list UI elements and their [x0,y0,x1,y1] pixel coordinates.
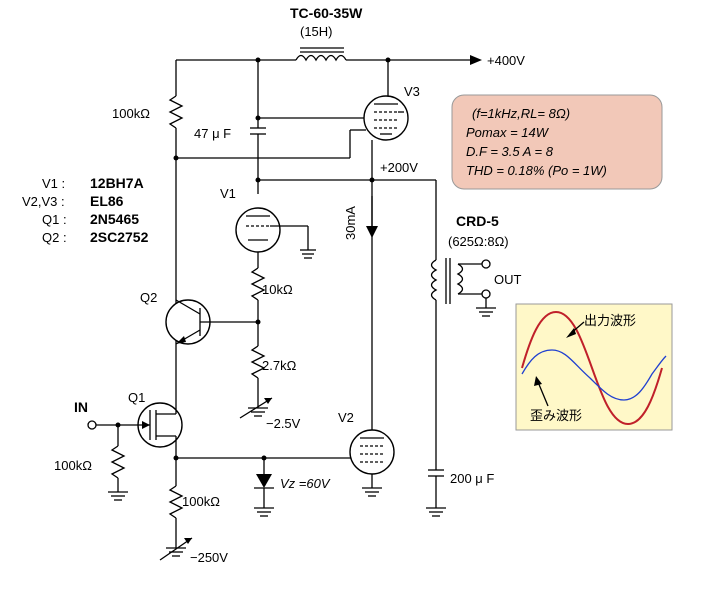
output-label: OUT [494,272,522,287]
output-transformer [430,180,496,470]
r-27k [239,345,273,419]
tube-v3-label: V3 [404,84,420,99]
cap-200 [426,469,446,517]
bias-neg250-label: −250V [190,550,228,565]
input-terminal [87,420,128,501]
legend-val-3: 2SC2752 [90,229,149,245]
spec-line-4: THD = 0.18% (Po = 1W) [466,163,607,178]
r-top-label: 100kΩ [112,106,150,121]
r-bot-label: 100kΩ [182,494,220,509]
legend-val-0: 12BH7A [90,175,144,191]
transistor-q2 [165,299,258,345]
r-27k-label: 2.7kΩ [262,358,297,373]
zener-label: Vz =60V [280,476,331,491]
tube-v1 [235,207,316,268]
distortion-wave-label: 歪み波形 [530,408,582,423]
choke-title: TC-60-35W [290,5,363,21]
crd-sub-label: (625Ω:8Ω) [448,234,509,249]
r-in-label: 100kΩ [54,458,92,473]
mid-supply-label: +200V [380,160,418,175]
distortion-waveform [521,349,667,401]
tube-v3 [363,60,409,180]
transistor-q1 [118,342,183,486]
legend-val-2: 2N5465 [90,211,139,227]
spec-line-2: Pomax = 14W [466,125,550,140]
cap-200-label: 200 μ F [450,471,494,486]
spec-line-1: (f=1kHz,RL= 8Ω) [472,106,570,121]
legend-sym-2: Q1 : [42,212,67,227]
bias-neg25-label: −2.5V [266,416,301,431]
waveform-box: 出力波形 歪み波形 [515,303,673,431]
r-top [168,60,184,342]
current-arrow [366,196,378,238]
output-wave-label: 出力波形 [584,313,636,328]
spec-line-3: D.F = 3.5 A = 8 [466,144,554,159]
tube-v1-label: V1 [220,186,236,201]
r-10k [250,267,266,346]
cap-47 [250,60,366,194]
choke-inductance: (15H) [300,24,333,39]
transistor-q1-label: Q1 [128,390,145,405]
input-label: IN [74,399,88,415]
spec-box: (f=1kHz,RL= 8Ω) Pomax = 14W D.F = 3.5 A … [451,94,663,190]
tube-v2-label: V2 [338,410,354,425]
legend-sym-3: Q2 : [42,230,67,245]
legend-sym-0: V1 : [42,176,65,191]
legend-val-1: EL86 [90,193,124,209]
transistor-q2-label: Q2 [140,290,157,305]
r-10k-label: 10kΩ [262,282,293,297]
output-waveform [521,310,663,426]
r-bot [159,485,193,561]
top-rail [176,47,482,65]
zener-diode [254,458,274,517]
parts-legend: V1 : 12BH7A V2,V3 : EL86 Q1 : 2N5465 Q2 … [22,175,149,245]
crd-label: CRD-5 [456,213,499,229]
current-label: 30mA [343,206,358,240]
cap-47-label: 47 μ F [194,126,231,141]
legend-sym-1: V2,V3 : [22,194,65,209]
b-plus-label: +400V [487,53,525,68]
